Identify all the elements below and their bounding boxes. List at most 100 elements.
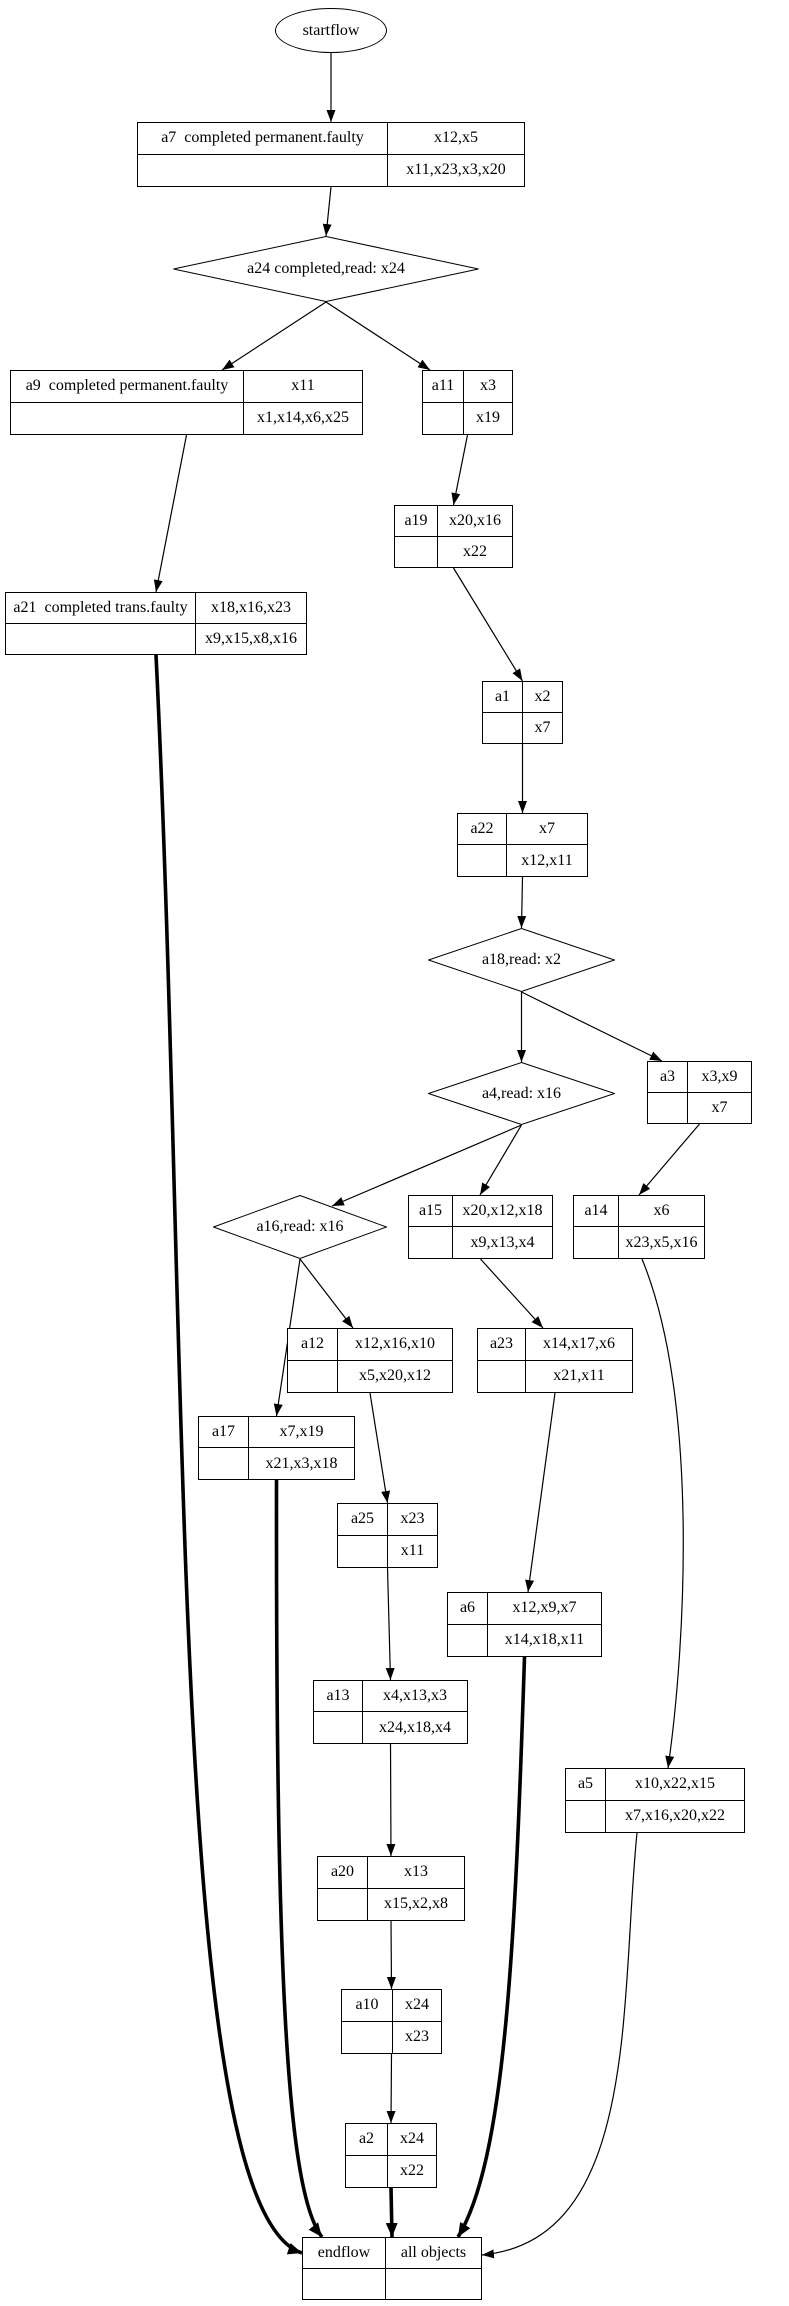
node-text: x14,x18,x11 <box>504 1631 585 1649</box>
node-a11-writes: x19 <box>464 403 512 435</box>
node-a22-label: a22 <box>458 814 507 845</box>
edge-a13-to-a20 <box>386 1743 396 1857</box>
edge-a12-to-a25 <box>369 1392 391 1504</box>
node-a4: a4,read: x16 <box>428 1062 615 1125</box>
node-a7-writes: x11,x23,x3,x20 <box>388 155 524 187</box>
node-text: x7 <box>711 1098 728 1116</box>
node-text: a19 <box>404 511 428 529</box>
node-text: x3 <box>480 377 496 395</box>
node-text: a5 <box>577 1775 594 1793</box>
node-a13-writes: x24,x18,x4 <box>363 1712 467 1743</box>
node-text: x18,x16,x23 <box>211 598 291 616</box>
node-a22-writes: x12,x11 <box>507 845 587 876</box>
node-a9-empty-cell <box>11 402 244 434</box>
node-text: all objects <box>400 2243 467 2261</box>
edge-a16-to-a12 <box>299 1258 354 1329</box>
node-text: a6 <box>459 1599 476 1617</box>
edge-a21-to-endflow <box>154 654 303 2255</box>
node-a19-label: a19 <box>395 506 438 537</box>
node-a23-reads: x14,x17,x6 <box>526 1329 632 1361</box>
node-a19-empty-cell <box>395 536 438 567</box>
node-a17-writes: x21,x3,x18 <box>249 1448 354 1479</box>
node-label: startflow <box>302 21 360 39</box>
node-a18: a18,read: x2 <box>428 928 615 992</box>
node-label: a24 completed,read: x24 <box>247 260 405 277</box>
node-text: x22 <box>463 542 487 560</box>
node-a10-empty-cell <box>342 2021 393 2053</box>
node-text: x7 <box>539 820 555 837</box>
node-label: a18,read: x2 <box>481 951 562 968</box>
node-text: x12,x5 <box>434 129 478 147</box>
node-text: a22 <box>470 820 494 837</box>
edge-a11-to-a19 <box>451 434 469 506</box>
node-text: x12,x11 <box>521 851 573 869</box>
node-a21-writes: x9,x15,x8,x16 <box>196 624 306 655</box>
node-text: a3 <box>659 1067 676 1085</box>
node-a12-writes: x5,x20,x12 <box>338 1361 452 1393</box>
node-a14-empty-cell <box>574 1227 619 1258</box>
node-text: x23 <box>405 2028 429 2046</box>
node-a12-label: a12 <box>288 1329 338 1361</box>
node-text: x7,x19 <box>279 1423 324 1440</box>
node-text: x12,x16,x10 <box>355 1335 435 1353</box>
node-a15-writes: x9,x13,x4 <box>453 1227 552 1258</box>
node-endflow: endflow all objects <box>302 2237 482 2300</box>
node-a15-reads: x20,x12,x18 <box>453 1196 552 1227</box>
node-a19: a19 x20,x16 x22 <box>394 505 513 568</box>
edge-a25-to-a13 <box>385 1567 395 1681</box>
edge-a6-to-endflow <box>456 1656 527 2238</box>
node-a13-label: a13 <box>314 1681 363 1712</box>
node-text: x11,x23,x3,x20 <box>406 161 506 179</box>
edge-a20-to-a10 <box>386 1920 396 1990</box>
node-a9-writes: x1,x14,x6,x25 <box>244 403 362 435</box>
node-text: a17 <box>211 1423 236 1440</box>
node-text: x23 <box>400 1510 425 1528</box>
edge-a22-to-a18 <box>517 876 527 929</box>
node-text: a14 <box>584 1202 608 1219</box>
edge-a10-to-a2 <box>386 2053 396 2124</box>
node-text: a13 <box>326 1687 350 1704</box>
node-a9-reads: x11 <box>244 371 362 403</box>
node-a12-empty-cell <box>288 1360 338 1392</box>
node-text: x9,x15,x8,x16 <box>205 629 297 647</box>
node-a1-writes: x7 <box>523 713 562 744</box>
node-text: x9,x13,x4 <box>470 1233 535 1251</box>
node-endflow-label: endflow <box>303 2238 386 2269</box>
node-a20-writes: x15,x2,x8 <box>368 1889 464 1921</box>
node-label: a4,read: x16 <box>481 1084 562 1102</box>
edge-a24-to-a9 <box>221 301 327 371</box>
node-a22: a22 x7 x12,x11 <box>457 813 588 877</box>
node-a24: a24 completed,read: x24 <box>173 236 479 302</box>
node-a16: a16,read: x16 <box>213 1195 387 1259</box>
node-label: a16,read: x16 <box>256 1218 344 1235</box>
node-text: x10,x22,x15 <box>635 1775 715 1793</box>
node-a20-empty-cell <box>318 1888 368 1920</box>
node-text: a7 completed permanent.faulty <box>161 129 364 147</box>
node-a14-label: a14 <box>574 1196 619 1227</box>
node-a2-empty-cell <box>346 2155 388 2187</box>
node-a13-reads: x4,x13,x3 <box>363 1681 467 1712</box>
node-a10-label: a10 <box>342 1990 393 2022</box>
node-a7-empty-cell <box>138 154 388 186</box>
node-text: x13 <box>404 1863 428 1881</box>
node-a15-label: a15 <box>409 1196 453 1227</box>
node-text: x21,x11 <box>553 1367 605 1385</box>
node-a17-empty-cell <box>199 1448 249 1479</box>
node-text: x24,x18,x4 <box>379 1718 451 1736</box>
node-a7-label: a7 completed permanent.faulty <box>138 123 388 155</box>
node-text: x4,x13,x3 <box>383 1687 447 1704</box>
edge-a4-to-a15 <box>479 1124 523 1196</box>
edge-a17-to-endflow <box>274 1479 324 2239</box>
edge-a9-to-a21 <box>153 434 188 593</box>
diamond-shape <box>173 236 479 302</box>
node-a19-reads: x20,x16 <box>438 506 512 537</box>
